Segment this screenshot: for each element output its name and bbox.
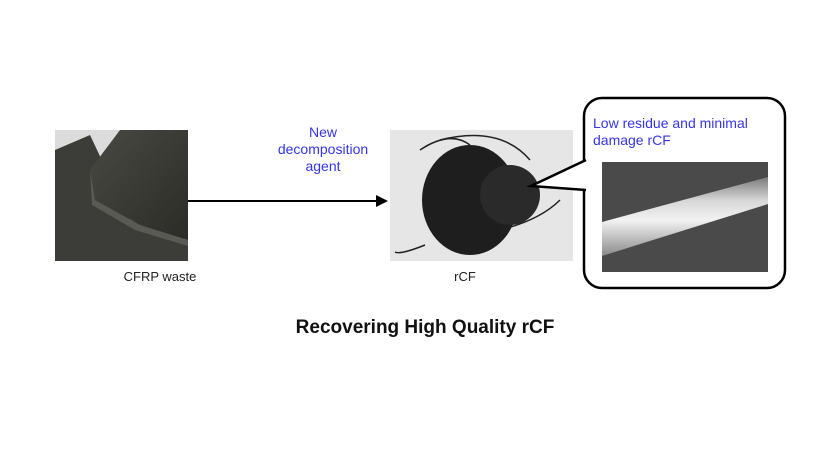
process-arrow <box>188 195 388 207</box>
callout-label-line: Low residue and minimal <box>593 115 748 131</box>
process-label-line: New <box>308 124 337 140</box>
process-label: New decomposition agent <box>270 124 376 175</box>
callout-label-line: damage rCF <box>593 132 671 148</box>
cfrp-waste-photo <box>55 130 188 261</box>
rcf-photo <box>390 130 573 261</box>
diagram-title: Recovering High Quality rCF <box>295 317 555 338</box>
sem-fiber-image <box>602 162 768 272</box>
rcf-label: rCF <box>454 269 476 284</box>
process-label-line: agent <box>305 158 341 174</box>
callout-label: Low residue and minimal damage rCF <box>593 115 783 149</box>
cfrp-waste-label: CFRP waste <box>123 269 197 284</box>
process-label-line: decomposition <box>277 141 369 157</box>
